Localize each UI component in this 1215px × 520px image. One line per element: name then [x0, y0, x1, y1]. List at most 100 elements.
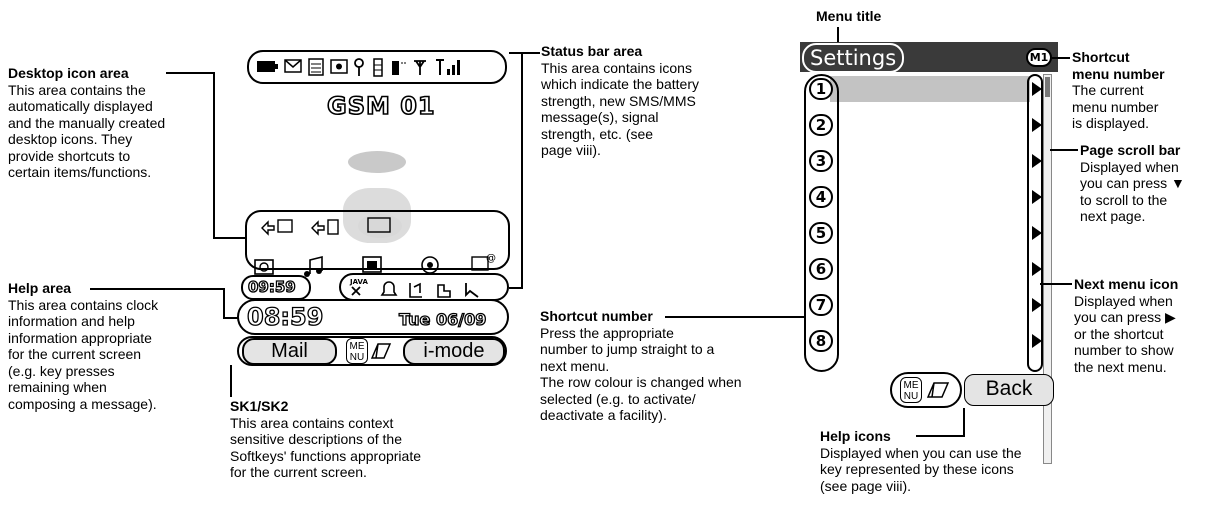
shortcut-key-2[interactable]: 2 [809, 114, 833, 136]
help-icons-title: Help icons [820, 428, 891, 444]
annotation-line: for the current screen. [230, 464, 367, 480]
help-area-annotation: Help area This area contains clock infor… [8, 280, 158, 412]
next-menu-icon [1032, 226, 1042, 240]
annotation-line: for the current screen [8, 346, 142, 362]
shortcut-key-5[interactable]: 5 [809, 222, 833, 244]
annotation-line: provide shortcuts to [8, 147, 131, 164]
scroll-thumb[interactable] [1045, 77, 1050, 97]
shortcut-key-7[interactable]: 7 [809, 294, 833, 316]
annotation-line: sensitive descriptions of the [230, 431, 402, 447]
leader-line [223, 288, 225, 318]
desktop-icon-area [245, 210, 510, 270]
help-icons-row: JAVA [349, 278, 479, 298]
people-icon [437, 284, 451, 298]
idle-screen [240, 44, 508, 512]
next-menu-icon-title: Next menu icon [1074, 276, 1179, 292]
page-scroll-bar-title: Page scroll bar [1080, 142, 1181, 158]
mailbox-icon [358, 214, 402, 238]
java-label: JAVA [349, 278, 368, 286]
shortcut-menu-number-title: menu number [1072, 65, 1165, 82]
annotation-line: selected (e.g. to activate/ [540, 390, 696, 407]
annotation-line: the next menu. [1074, 358, 1167, 375]
java-icon [351, 286, 361, 296]
annotation-line: This area contains the [8, 81, 146, 98]
annotation-line: information and help [8, 313, 135, 329]
desktop-icons: @ [254, 214, 496, 277]
annotation-line: The row colour is changed when [540, 374, 742, 390]
leader-line [509, 287, 523, 289]
annotation-line: and the manually created [8, 114, 166, 131]
next-menu-icon [1032, 190, 1042, 204]
small-clock: 09:59 [247, 277, 296, 296]
status-bar-title: Status bar area [541, 43, 643, 59]
annotation-line: remaining when [8, 379, 107, 395]
annotation-line: next menu. [540, 357, 610, 374]
key-icon [354, 58, 364, 76]
sk1-button[interactable]: Mail [242, 338, 337, 365]
back-button[interactable]: Back [964, 374, 1054, 406]
menu-key-icon: ME NU [346, 338, 368, 364]
shortcut-key-1[interactable]: 1 [809, 78, 833, 100]
send-message-icon [261, 219, 293, 236]
leader-line [963, 408, 965, 436]
shortcut-number-title: Shortcut number [540, 308, 653, 324]
desktop-icon-area-title: Desktop icon area [8, 65, 129, 81]
annotation-line: next page. [1080, 208, 1146, 224]
desktop-icon-area-annotation: Desktop icon area This area contains the… [8, 65, 165, 181]
annotation-line: page viii). [541, 142, 601, 158]
page-scroll-bar-annotation: Page scroll bar Displayed when you can p… [1080, 142, 1185, 225]
signal-icon [436, 59, 460, 75]
music-icon [304, 255, 323, 277]
forward-icon [311, 219, 339, 236]
sk2-button[interactable]: i-mode [403, 338, 505, 365]
leader-line [916, 435, 965, 437]
battery-icon [257, 61, 278, 72]
annotation-line: number to jump straight to a [540, 341, 715, 357]
annotation-line: Displayed when you can use the [820, 444, 1022, 461]
softkey-bar [237, 336, 507, 366]
page-scroll-bar[interactable] [1043, 74, 1052, 464]
menu-key-icon: ME NU [900, 377, 922, 403]
camera-icon [254, 259, 274, 275]
leader-line [509, 52, 540, 54]
next-menu-icon [1032, 262, 1042, 276]
annotation-line: (e.g. key presses [8, 362, 115, 379]
annotation-line: composing a message). [8, 395, 157, 412]
annotation-line: to scroll to the [1080, 191, 1168, 208]
help-area-title: Help area [8, 280, 72, 296]
stack-icon [373, 58, 383, 77]
menu-title: Settings [802, 43, 905, 73]
wallpaper-blob [348, 151, 406, 173]
shortcut-menu-number-title: Shortcut [1072, 49, 1130, 65]
sk-title: SK1/SK2 [230, 398, 289, 414]
leader-line [230, 365, 232, 397]
annotation-line: The current [1072, 82, 1144, 98]
menu-title-label: Menu title [816, 8, 882, 24]
shortcut-key-8[interactable]: 8 [809, 330, 833, 352]
leader-line [1050, 149, 1078, 151]
leader-line [90, 288, 224, 290]
svg-text:@: @ [486, 253, 496, 264]
leader-line [166, 72, 214, 74]
annotation-line: message(s), signal [541, 109, 659, 125]
message-box-icon [308, 58, 324, 76]
help-icons-annotation: Help icons Displayed when you can use th… [820, 428, 1022, 494]
shortcut-key-4[interactable]: 4 [809, 186, 833, 208]
annotation-line: This area contains icons [541, 59, 692, 76]
phone-icon [465, 283, 479, 298]
shortcut-key-3[interactable]: 3 [809, 150, 833, 172]
mms-icon [330, 59, 348, 74]
leader-line [213, 72, 215, 238]
leader-line [521, 52, 523, 288]
menu-title-annotation: Menu title [816, 8, 881, 25]
annotation-line: key represented by these icons [820, 461, 1014, 477]
leader-line [1052, 57, 1070, 59]
annotation-line: This area contains clock [8, 296, 159, 313]
book-icon [926, 382, 950, 398]
next-menu-icon [1032, 154, 1042, 168]
data-icon [392, 61, 407, 75]
next-menu-icon-annotation: Next menu icon Displayed when you can pr… [1074, 276, 1178, 375]
annotation-line: number to show [1074, 342, 1174, 358]
shortcut-key-6[interactable]: 6 [809, 258, 833, 280]
menu-number-badge: M1 [1026, 48, 1052, 67]
